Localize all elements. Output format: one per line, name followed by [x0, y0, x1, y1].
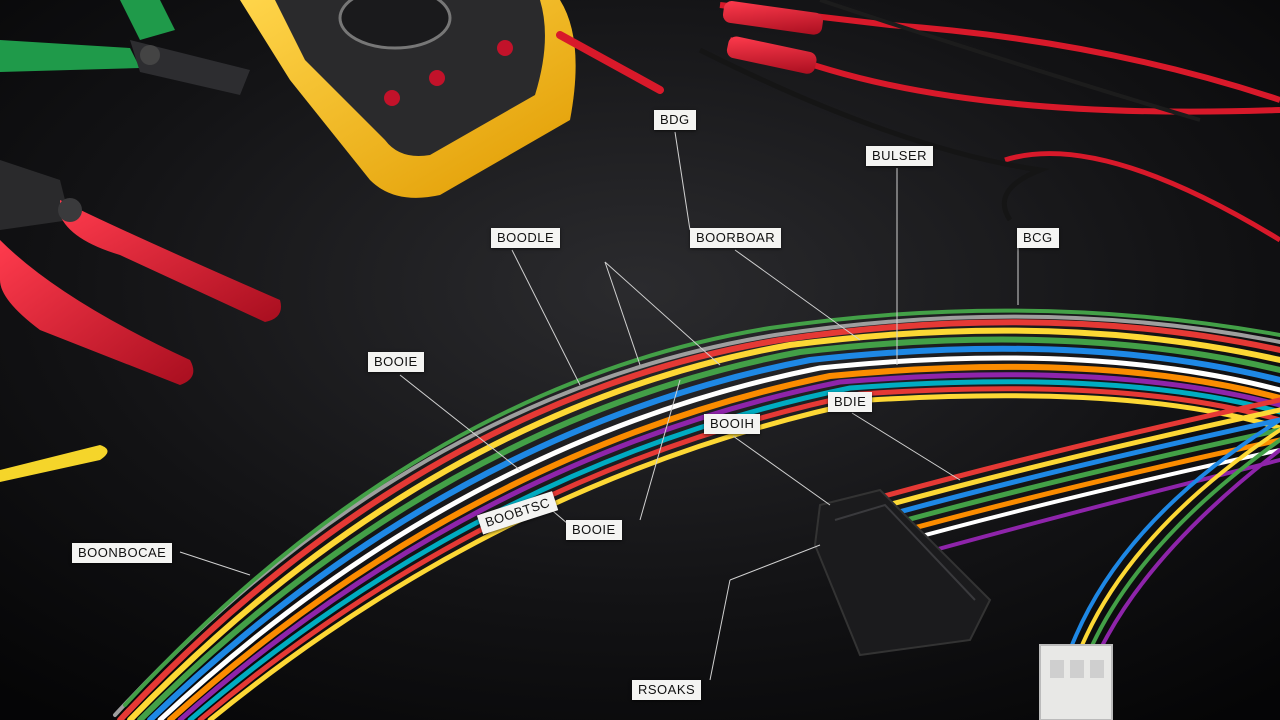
black-connector	[813, 488, 992, 657]
red-pliers	[0, 160, 281, 385]
callout-label: BOONBOCAE	[72, 543, 173, 563]
test-leads	[556, 0, 1280, 243]
white-plug	[1039, 644, 1113, 720]
callout-label: BCG	[1017, 228, 1059, 248]
callout-label: BDG	[654, 110, 696, 130]
multimeter	[240, 0, 576, 198]
callout-label: BOORBOAR	[690, 228, 782, 248]
callout-label: BULSER	[866, 146, 934, 166]
callout-label: RSOAKS	[632, 680, 702, 700]
callout-label: BOOIH	[704, 414, 761, 434]
callout-label: BDIE	[828, 392, 873, 412]
yellow-wire-end	[0, 445, 108, 482]
green-pliers	[0, 0, 250, 95]
callout-label: BOOIE	[566, 520, 622, 540]
callout-label: BOOIE	[368, 352, 424, 372]
callout-label: BOODLE	[491, 228, 561, 248]
wire-harness	[113, 308, 1280, 720]
